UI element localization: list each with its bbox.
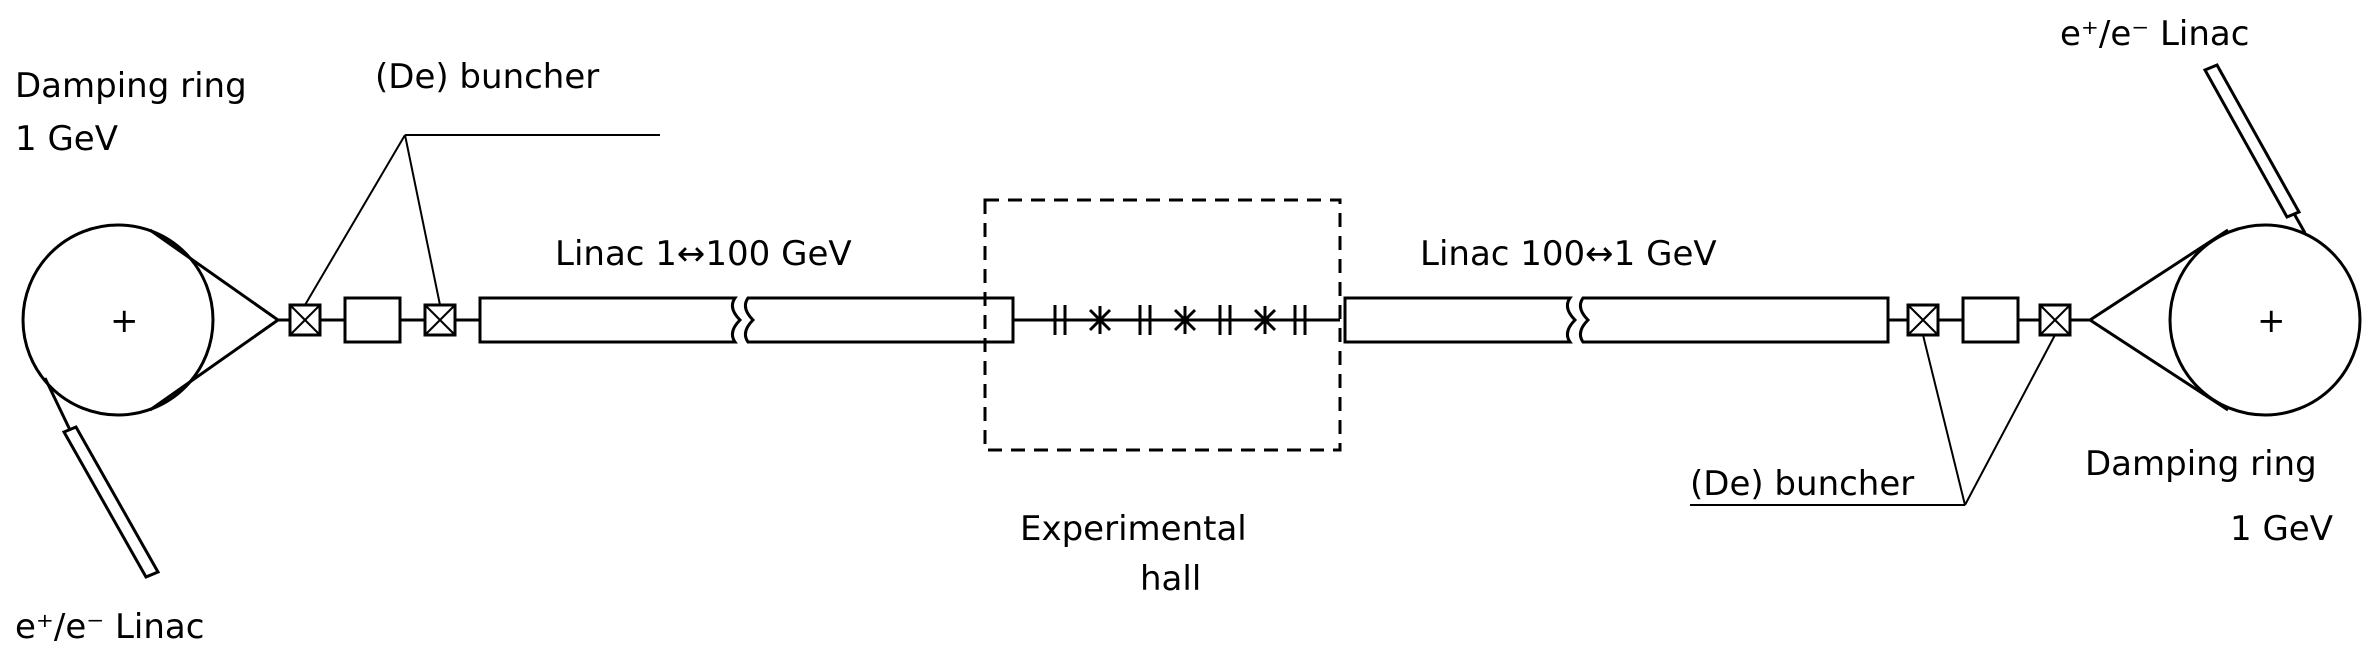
right-cavity-box — [1961, 296, 2020, 344]
right-injector-label: e⁺/e⁻ Linac — [2060, 14, 2249, 54]
left-main-linac — [478, 296, 1015, 344]
right-buncher-label: (De) buncher — [1690, 464, 1914, 504]
left-ring-title: Damping ring — [15, 66, 247, 106]
left-ring-center-mark: + — [110, 301, 139, 341]
left-injector-label: e⁺/e⁻ Linac — [15, 607, 204, 647]
right-ring-title: Damping ring — [2085, 444, 2317, 484]
hall-label-line2: hall — [1140, 559, 1201, 599]
right-linac-label: Linac 100↔1 GeV — [1420, 234, 1717, 274]
right-damping-ring: + — [2070, 209, 2362, 417]
left-damping-ring: + — [21, 223, 290, 431]
left-buncher-label: (De) buncher — [375, 57, 599, 97]
hall-label-line1: Experimental — [1020, 509, 1247, 549]
left-ring-energy: 1 GeV — [15, 119, 118, 159]
left-linac-label: Linac 1↔100 GeV — [555, 234, 852, 274]
left-cavity-box — [343, 296, 402, 344]
right-injector-linac — [2202, 63, 2302, 219]
right-main-linac — [1343, 296, 1890, 344]
interaction-points — [1088, 306, 1277, 334]
right-buncher-group — [1690, 296, 2072, 506]
experimental-hall — [983, 198, 1342, 452]
left-injector-linac — [61, 425, 161, 579]
right-ring-center-mark: + — [2257, 301, 2286, 341]
left-buncher-group — [288, 134, 660, 344]
right-ring-energy: 1 GeV — [2230, 509, 2333, 549]
